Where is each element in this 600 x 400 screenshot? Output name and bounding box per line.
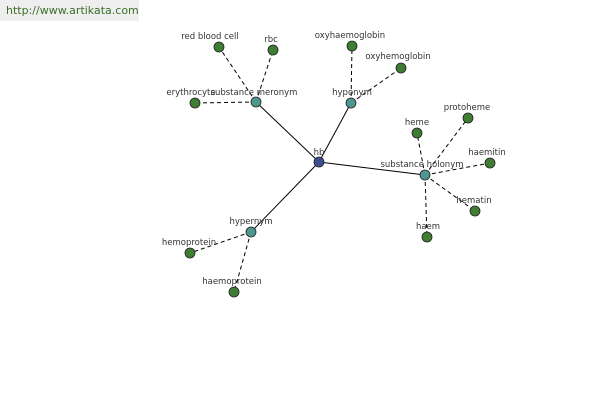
watermark-url[interactable]: http://www.artikata.com bbox=[0, 0, 139, 21]
relation-label-substance-holonym: substance holonym bbox=[380, 160, 463, 170]
leaf-node-rbc[interactable] bbox=[267, 44, 279, 56]
root-label-hb: hb bbox=[314, 148, 325, 158]
edge-substance-meronym-rbc bbox=[255, 49, 274, 103]
nodes-layer bbox=[184, 40, 496, 298]
leaf-node-oxyhemoglobin[interactable] bbox=[395, 62, 407, 74]
leaf-label-haem: haem bbox=[416, 222, 440, 232]
edge-hb-hypernym bbox=[250, 161, 320, 233]
leaf-node-protoheme[interactable] bbox=[462, 112, 474, 124]
leaf-node-heme[interactable] bbox=[411, 127, 423, 139]
leaf-label-haemoprotein: haemoprotein bbox=[202, 277, 262, 287]
leaf-label-oxyhaemoglobin: oxyhaemoglobin bbox=[315, 31, 385, 41]
leaf-label-haemitin: haemitin bbox=[468, 148, 506, 158]
leaf-node-haemitin[interactable] bbox=[484, 157, 496, 169]
leaf-label-hematin: hematin bbox=[456, 196, 491, 206]
edge-substance-holonym-haem bbox=[424, 174, 428, 238]
edges-layer bbox=[189, 45, 491, 293]
edge-hb-substance-holonym bbox=[318, 161, 426, 176]
edge-hyponym-oxyhemoglobin bbox=[350, 67, 402, 104]
labels-layer: substance meronym hyponym substance holony… bbox=[162, 31, 506, 287]
leaf-label-rbc: rbc bbox=[264, 35, 278, 45]
edge-hyponym-oxyhaemoglobin bbox=[350, 45, 353, 104]
edge-hb-hyponym bbox=[318, 102, 352, 163]
relation-label-hypernym: hypernym bbox=[229, 217, 272, 227]
leaf-label-oxyhemoglobin: oxyhemoglobin bbox=[365, 52, 430, 62]
edge-substance-holonym-protoheme bbox=[424, 117, 469, 176]
root-node-hb[interactable] bbox=[313, 156, 325, 168]
leaf-node-oxyhaemoglobin[interactable] bbox=[346, 40, 358, 52]
edge-substance-holonym-hematin bbox=[424, 174, 476, 212]
leaf-label-heme: heme bbox=[405, 118, 429, 128]
relation-label-hyponym: hyponym bbox=[332, 88, 372, 98]
relation-node-substance-meronym[interactable] bbox=[250, 96, 262, 108]
relation-node-hypernym[interactable] bbox=[245, 226, 257, 238]
leaf-node-haemoprotein[interactable] bbox=[228, 286, 240, 298]
edge-substance-holonym-heme bbox=[416, 132, 426, 176]
relation-node-substance-holonym[interactable] bbox=[419, 169, 431, 181]
leaf-label-erythrocyte: erythrocyte bbox=[166, 88, 215, 98]
edge-hypernym-hemoprotein bbox=[189, 231, 252, 254]
leaf-node-erythrocyte[interactable] bbox=[189, 97, 201, 109]
edge-hypernym-haemoprotein bbox=[233, 231, 252, 293]
leaf-node-hematin[interactable] bbox=[469, 205, 481, 217]
leaf-node-red-blood-cell[interactable] bbox=[213, 41, 225, 53]
leaf-label-protoheme: protoheme bbox=[444, 103, 491, 113]
edge-hb-substance-meronym bbox=[255, 101, 320, 163]
leaf-label-red-blood-cell: red blood cell bbox=[181, 32, 239, 42]
relation-label-substance-meronym: substance meronym bbox=[211, 88, 298, 98]
leaf-label-hemoprotein: hemoprotein bbox=[162, 238, 216, 248]
leaf-node-hemoprotein[interactable] bbox=[184, 247, 196, 259]
leaf-node-haem[interactable] bbox=[421, 231, 433, 243]
edge-substance-meronym-erythrocyte bbox=[194, 101, 257, 104]
relation-node-hyponym[interactable] bbox=[345, 97, 357, 109]
